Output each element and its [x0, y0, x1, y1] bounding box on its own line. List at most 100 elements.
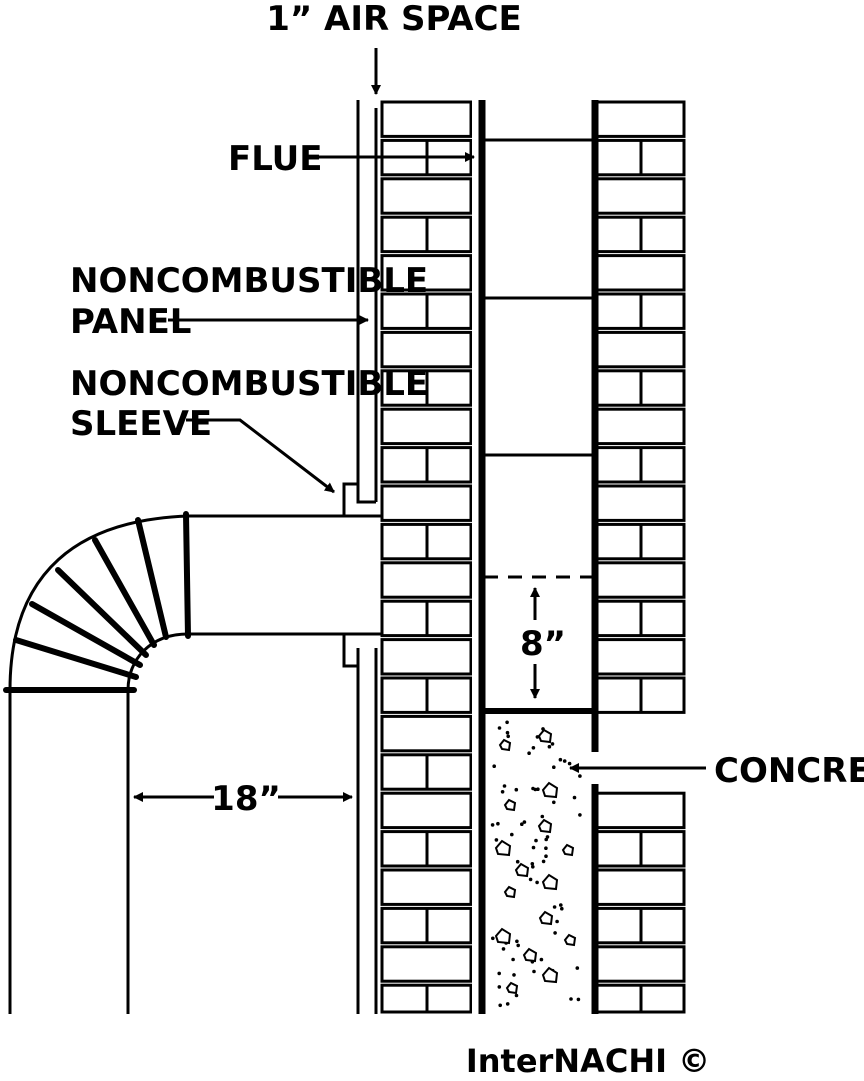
concrete-speck — [540, 814, 545, 819]
brick-row — [595, 791, 686, 830]
concrete-speck — [505, 1002, 510, 1006]
concrete-speck — [533, 787, 538, 792]
brick-row — [380, 254, 473, 292]
concrete-speck — [531, 865, 535, 869]
concrete-speck — [515, 859, 520, 864]
brick-row — [595, 868, 686, 906]
concrete-speck — [522, 820, 527, 824]
concrete-speck — [505, 730, 510, 735]
brick-row — [380, 100, 473, 138]
concrete-speck — [501, 947, 506, 951]
brick-row — [380, 407, 473, 446]
brick-row — [595, 177, 686, 215]
concrete-aggregate-stone — [505, 981, 519, 995]
concrete-speck — [497, 985, 502, 989]
concrete-speck — [539, 957, 544, 962]
noncombustible-sleeve — [342, 482, 382, 668]
concrete-speck — [498, 1003, 503, 1008]
brick-row — [595, 484, 686, 522]
concrete-speck — [490, 823, 495, 827]
concrete-speck — [572, 795, 577, 800]
right-brick-wall — [595, 100, 686, 1014]
concrete-aggregate-stone — [503, 798, 517, 812]
concrete-aggregate-stone — [498, 738, 512, 752]
brick-row — [380, 330, 473, 369]
concrete-speck — [552, 765, 556, 769]
sleeve-label-line1: NONCOMBUSTIBLE — [70, 364, 428, 404]
concrete-speck — [544, 846, 548, 850]
panel-label-line2: PANEL — [70, 302, 191, 342]
concrete-speck — [536, 787, 540, 791]
brick-row — [380, 791, 473, 830]
concrete-speck — [527, 751, 531, 755]
concrete-speck — [502, 784, 507, 788]
concrete-speck — [496, 821, 500, 826]
clearance-label: 8” — [520, 624, 566, 664]
concrete-speck — [494, 838, 499, 842]
concrete-speck — [562, 759, 567, 763]
sleeve-arrow — [186, 418, 335, 494]
concrete-speck — [515, 939, 519, 944]
concrete-aggregate-stone — [541, 781, 559, 799]
concrete-aggregate-stone — [494, 927, 512, 945]
concrete-label: CONCRETE — [714, 751, 864, 791]
brick-row — [380, 714, 473, 753]
concrete-speck — [497, 971, 502, 976]
concrete-speck — [576, 997, 581, 1002]
left-brick-wall — [380, 100, 473, 1014]
concrete-speck — [506, 734, 511, 739]
brick-row — [595, 330, 686, 369]
brick-row — [380, 638, 473, 676]
concrete-speck — [514, 787, 519, 792]
concrete-speck — [531, 746, 536, 750]
concrete-speck — [528, 877, 533, 882]
panel-label-line1: NONCOMBUSTIBLE — [70, 261, 428, 301]
concrete-speck — [559, 903, 563, 907]
concrete-aggregate-stone — [522, 947, 538, 963]
concrete-speck — [578, 774, 582, 778]
brick-row — [380, 945, 473, 983]
concrete-speck — [497, 726, 502, 730]
concrete-aggregate-stone — [541, 873, 559, 891]
brick-row — [595, 254, 686, 292]
air-space-label: 1” AIR SPACE — [266, 0, 522, 39]
concrete-speck — [505, 720, 509, 725]
concrete-aggregate-stone — [561, 843, 575, 857]
concrete-speck — [553, 931, 557, 935]
concrete-aggregate-stone — [503, 885, 517, 899]
brick-row — [595, 945, 686, 983]
concrete-speck — [511, 957, 515, 962]
distance-label: 18” — [211, 779, 281, 819]
concrete-speck — [492, 764, 497, 768]
concrete-speck — [491, 936, 495, 941]
concrete-speck — [500, 790, 505, 794]
concrete-speck — [569, 997, 573, 1001]
brick-row — [595, 561, 686, 599]
concrete-speck — [520, 822, 524, 826]
concrete-speck — [534, 838, 538, 843]
concrete-aggregate-stone — [563, 933, 577, 947]
concrete-speck — [578, 813, 582, 817]
concrete-speck — [530, 862, 535, 866]
concrete-speck — [516, 943, 520, 948]
concrete-aggregate-stone — [494, 839, 512, 857]
concrete-speck — [544, 854, 548, 858]
noncombustible-panel — [356, 100, 378, 1014]
brick-row — [380, 484, 473, 522]
brick-row — [380, 868, 473, 906]
concrete-aggregate-stone — [537, 818, 553, 834]
concrete-speck — [545, 835, 550, 839]
concrete-fill — [490, 720, 582, 1008]
concrete-speck — [531, 845, 536, 850]
concrete-speck — [560, 906, 564, 911]
concrete-speck — [567, 761, 572, 766]
concrete-speck — [535, 880, 539, 885]
sleeve-label-line2: SLEEVE — [70, 404, 212, 444]
concrete-speck — [552, 800, 556, 805]
flue-cavity — [472, 100, 599, 1014]
concrete-speck — [514, 993, 519, 998]
credit-label: InterNACHI © — [466, 1042, 710, 1080]
flue-label: FLUE — [228, 139, 323, 179]
concrete-aggregate-stone — [514, 862, 530, 878]
